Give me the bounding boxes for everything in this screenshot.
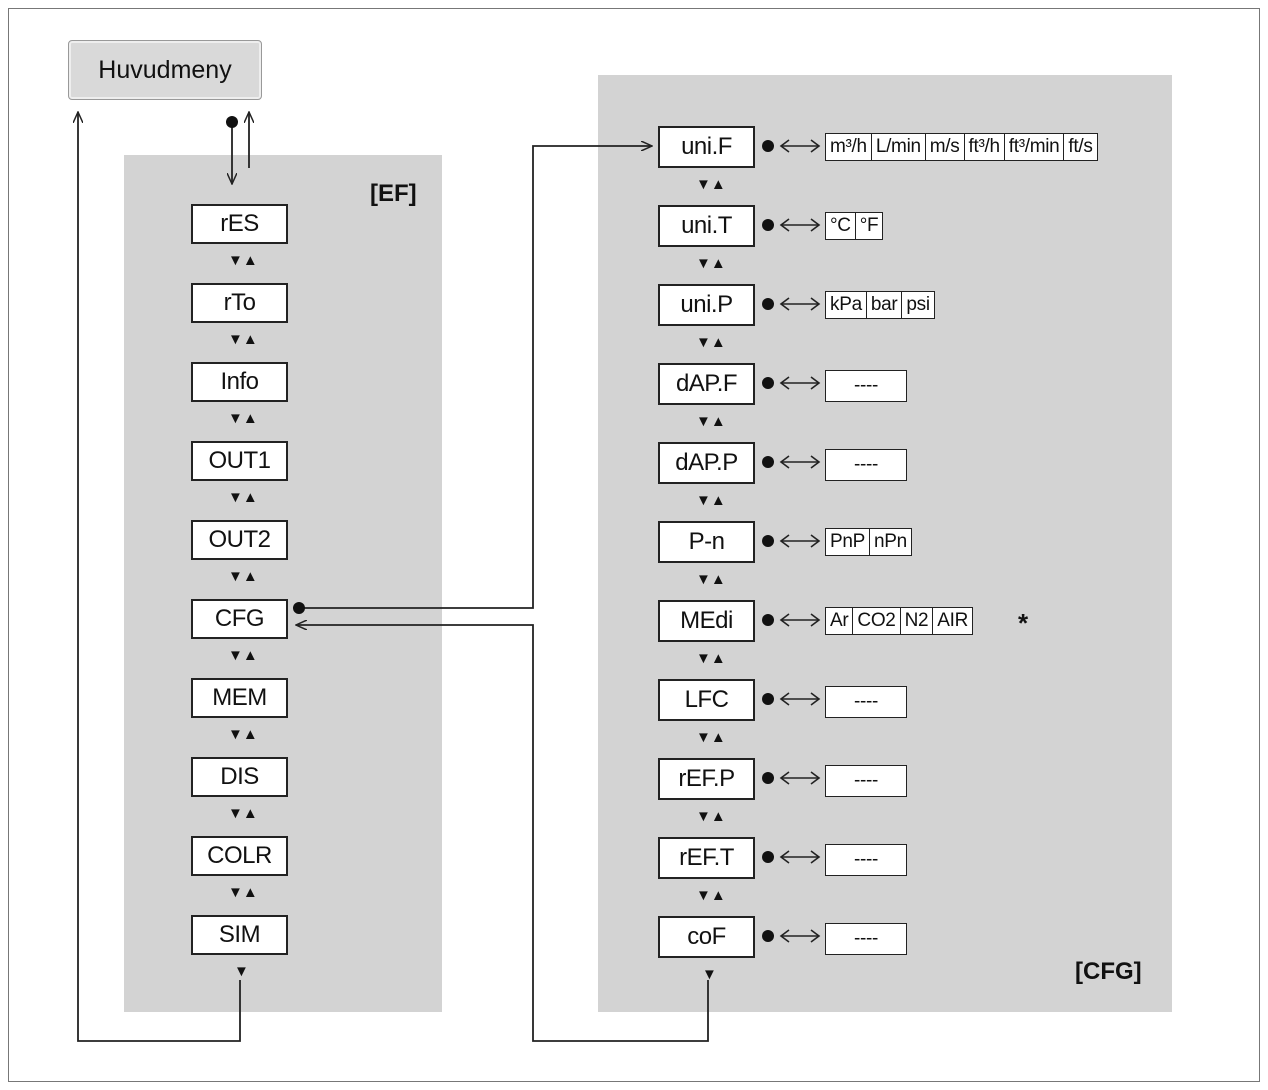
dot-double-arrow-icon [761, 214, 823, 240]
ef-item-dis[interactable]: DIS [191, 757, 288, 797]
updown-arrows-icon: ▼▲ [228, 252, 258, 269]
option-value[interactable]: ---- [853, 691, 879, 712]
updown-arrows-icon: ▼▲ [228, 410, 258, 427]
footnote-marker: * [1018, 608, 1029, 638]
option-value[interactable]: L/min [870, 134, 925, 160]
cfg-item-unit[interactable]: uni.T [658, 205, 755, 247]
ef-item-cfg[interactable]: CFG [191, 599, 288, 639]
option-group: ---- [825, 370, 907, 402]
cfg-item-cof[interactable]: coF [658, 916, 755, 958]
updown-arrows-icon: ▼▲ [696, 492, 726, 509]
cfg-item-dapp[interactable]: dAP.P [658, 442, 755, 484]
updown-arrows-icon: ▼▲ [228, 331, 258, 348]
updown-arrows-icon: ▼▲ [696, 887, 726, 904]
option-group: ---- [825, 844, 907, 876]
cfg-item-dapf[interactable]: dAP.F [658, 363, 755, 405]
dot-double-arrow-icon [761, 767, 823, 793]
cof-to-cfg-line [296, 625, 709, 1042]
main-dot [226, 116, 238, 128]
option-value[interactable]: ft/s [1063, 134, 1096, 160]
option-group: ---- [825, 765, 907, 797]
option-value[interactable]: ---- [853, 928, 879, 949]
option-value[interactable]: °F [854, 213, 883, 239]
option-value[interactable]: psi [901, 292, 933, 318]
ef-item-rto[interactable]: rTo [191, 283, 288, 323]
option-value[interactable]: m³/h [830, 136, 867, 157]
cfg-item-reft[interactable]: rEF.T [658, 837, 755, 879]
dot-double-arrow-icon [761, 609, 823, 635]
updown-arrows-icon: ▼▲ [696, 729, 726, 746]
option-group: °C°F [825, 212, 884, 240]
updown-arrows-icon: ▼▲ [696, 255, 726, 272]
option-value[interactable]: ft³/h [963, 134, 1004, 160]
cfg-item-unip[interactable]: uni.P [658, 284, 755, 326]
updown-arrows-icon: ▼▲ [228, 726, 258, 743]
updown-arrows-icon: ▼▲ [228, 489, 258, 506]
down-arrow-icon: ▼ [234, 963, 249, 980]
updown-arrows-icon: ▼▲ [696, 334, 726, 351]
dot-double-arrow-icon [761, 925, 823, 951]
updown-arrows-icon: ▼▲ [696, 413, 726, 430]
option-value[interactable]: ft³/min [1003, 134, 1064, 160]
dot-double-arrow-icon [761, 846, 823, 872]
diagram-frame [8, 8, 1260, 1082]
cfg-item-refp[interactable]: rEF.P [658, 758, 755, 800]
dot-double-arrow-icon [761, 688, 823, 714]
updown-arrows-icon: ▼▲ [696, 808, 726, 825]
dot-double-arrow-icon [761, 451, 823, 477]
cfg-panel-label: [CFG] [1075, 958, 1142, 985]
option-value[interactable]: N2 [899, 608, 933, 634]
cfg-to-unif-line [300, 146, 652, 609]
dot-double-arrow-icon [761, 135, 823, 161]
ef-item-sim[interactable]: SIM [191, 915, 288, 955]
option-value[interactable]: kPa [830, 294, 862, 315]
return-line-to-main [78, 112, 241, 1042]
option-value[interactable]: ---- [853, 849, 879, 870]
updown-arrows-icon: ▼▲ [228, 884, 258, 901]
cfg-item-pn[interactable]: P-n [658, 521, 755, 563]
option-value[interactable]: ---- [853, 770, 879, 791]
option-value[interactable]: AIR [932, 608, 972, 634]
option-value[interactable]: nPn [869, 529, 911, 555]
dot-double-arrow-icon [761, 293, 823, 319]
option-value[interactable]: PnP [830, 531, 866, 552]
option-group: ---- [825, 449, 907, 481]
option-value[interactable]: Ar [830, 610, 849, 631]
updown-arrows-icon: ▼▲ [696, 176, 726, 193]
down-arrow-icon: ▼ [702, 966, 717, 983]
cfg-dot [293, 602, 305, 614]
option-value[interactable]: m/s [924, 134, 964, 160]
ef-item-info[interactable]: Info [191, 362, 288, 402]
cfg-item-unif[interactable]: uni.F [658, 126, 755, 168]
dot-double-arrow-icon [761, 372, 823, 398]
option-value[interactable]: °C [830, 215, 851, 236]
main-menu-box[interactable]: Huvudmeny [68, 40, 262, 100]
updown-arrows-icon: ▼▲ [228, 805, 258, 822]
option-value[interactable]: bar [865, 292, 902, 318]
updown-arrows-icon: ▼▲ [228, 568, 258, 585]
ef-item-out1[interactable]: OUT1 [191, 441, 288, 481]
option-value[interactable]: ---- [853, 375, 879, 396]
option-group: ---- [825, 686, 907, 718]
ef-item-res[interactable]: rES [191, 204, 288, 244]
updown-arrows-icon: ▼▲ [696, 650, 726, 667]
option-value[interactable]: ---- [853, 454, 879, 475]
option-group: ---- [825, 923, 907, 955]
cfg-item-medi[interactable]: MEdi [658, 600, 755, 642]
updown-arrows-icon: ▼▲ [228, 647, 258, 664]
option-value[interactable]: CO2 [852, 608, 899, 634]
ef-panel-label: [EF] [370, 180, 417, 207]
cfg-item-lfc[interactable]: LFC [658, 679, 755, 721]
ef-item-colr[interactable]: COLR [191, 836, 288, 876]
ef-item-mem[interactable]: MEM [191, 678, 288, 718]
dot-double-arrow-icon [761, 530, 823, 556]
updown-arrows-icon: ▼▲ [696, 571, 726, 588]
ef-item-out2[interactable]: OUT2 [191, 520, 288, 560]
